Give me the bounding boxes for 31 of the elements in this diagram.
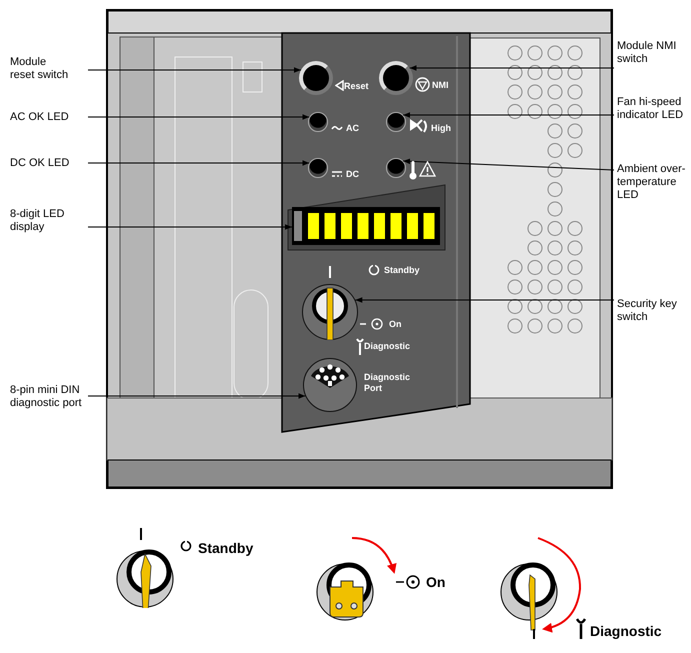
callout-label: AC OK LED bbox=[10, 111, 90, 124]
leader-line bbox=[88, 114, 310, 120]
leader-line bbox=[409, 65, 614, 71]
led-display bbox=[292, 207, 440, 245]
callout-label: DC OK LED bbox=[10, 157, 90, 170]
callout-label: Module NMI switch bbox=[617, 40, 679, 66]
panel-label: Standby bbox=[384, 265, 420, 276]
panel-label: DC bbox=[346, 169, 359, 180]
callout-label: Module reset switch bbox=[10, 56, 69, 82]
switch-position-label: Standby bbox=[198, 540, 254, 556]
leader-line bbox=[88, 160, 310, 166]
panel-label: On bbox=[389, 319, 402, 330]
panel-label: AC bbox=[346, 123, 359, 134]
leader-line bbox=[88, 67, 302, 73]
callout-label: Ambient over-temperature LED bbox=[617, 163, 687, 202]
leader-line bbox=[88, 393, 306, 399]
leader-line bbox=[354, 297, 614, 303]
panel-label: NMI bbox=[432, 80, 448, 91]
panel-label: Reset bbox=[344, 81, 369, 92]
panel-label: Diagnostic bbox=[364, 341, 410, 352]
leader-line bbox=[88, 224, 292, 230]
panel-label: Diagnostic Port bbox=[364, 372, 412, 394]
leader-line bbox=[402, 158, 614, 170]
callout-label: 8-pin mini DIN diagnostic port bbox=[10, 384, 88, 410]
switch-position-label: Diagnostic bbox=[590, 623, 662, 639]
switch-position-label: On bbox=[426, 574, 446, 590]
callout-label: Fan hi-speed indicator LED bbox=[617, 96, 689, 122]
leader-line bbox=[402, 112, 614, 118]
panel-label: High bbox=[431, 123, 451, 134]
callout-label: 8-digit LED display bbox=[10, 208, 70, 234]
callout-label: Security key switch bbox=[617, 298, 677, 324]
